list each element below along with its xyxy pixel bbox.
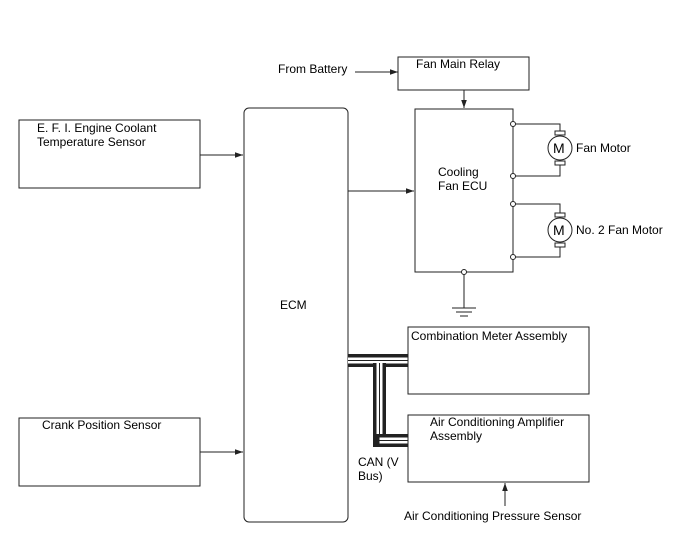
ac-amplifier-block: Air Conditioning Amplifier Assembly [407, 414, 590, 483]
combination-meter-block: Combination Meter Assembly [407, 326, 590, 395]
fan-motor-circuit: M [510, 121, 573, 179]
fan-motor2-symbol [547, 217, 573, 243]
from-battery-label: From Battery [278, 62, 347, 76]
fan-motor-symbol [547, 135, 573, 161]
cooling-fan-ecu-block: Cooling Fan ECU [414, 108, 514, 273]
ect-sensor-label-line1: E. F. I. Engine Coolant [37, 121, 157, 135]
fan-motor2-label: No. 2 Fan Motor [576, 223, 663, 237]
fan-motor2-circuit: M [510, 201, 573, 260]
can-bus [348, 354, 408, 447]
crank-sensor-label: Crank Position Sensor [42, 418, 161, 432]
fan-motor-label: Fan Motor [576, 141, 631, 155]
crank-sensor-block: Crank Position Sensor [18, 417, 201, 487]
ground-symbol [452, 269, 476, 317]
fan-main-relay-block: Fan Main Relay [397, 56, 530, 91]
fan-motor-m-glyph: M [553, 140, 565, 156]
fan-ecu-label-line1: Cooling [438, 165, 479, 179]
fan-motor2-m-glyph: M [553, 222, 565, 238]
can-bus-label-line1: CAN (V [358, 455, 399, 469]
combination-meter-label: Combination Meter Assembly [411, 329, 567, 343]
ac-amplifier-label-line2: Assembly [430, 429, 482, 443]
ecm-label: ECM [280, 298, 307, 312]
can-bus-label-line2: Bus) [358, 469, 383, 483]
fan-main-relay-label: Fan Main Relay [416, 57, 500, 71]
ect-sensor-block: E. F. I. Engine Coolant Temperature Sens… [18, 119, 201, 189]
ac-pressure-sensor-label: Air Conditioning Pressure Sensor [404, 509, 581, 523]
fan-ecu-label-line2: Fan ECU [438, 179, 487, 193]
ect-sensor-label-line2: Temperature Sensor [37, 135, 146, 149]
ac-amplifier-label-line1: Air Conditioning Amplifier [430, 415, 564, 429]
ecm-block: ECM [243, 107, 349, 523]
